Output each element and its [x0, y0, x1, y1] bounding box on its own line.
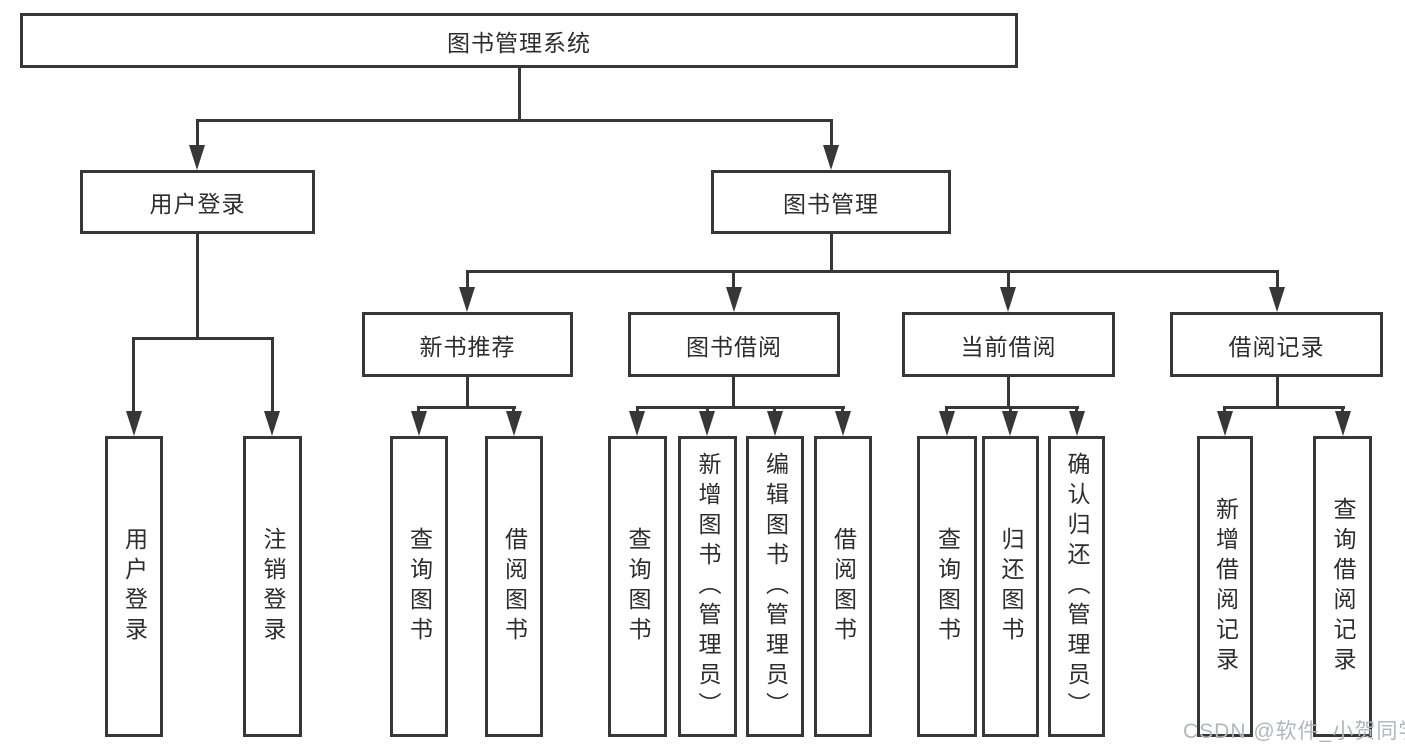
connector-line — [1007, 377, 1010, 406]
connector-line — [518, 68, 521, 119]
connector-line — [706, 406, 709, 414]
connector-line — [1007, 270, 1010, 290]
connector-line — [732, 377, 735, 406]
node-user-login: 用户登录 — [80, 170, 315, 234]
arrow-down-icon — [506, 411, 522, 436]
connector-line — [945, 406, 948, 414]
connector-line — [830, 119, 833, 148]
connector-line — [841, 406, 844, 414]
node-book-management: 图书管理 — [711, 170, 951, 234]
connector-line — [945, 406, 1079, 409]
leaf-logout: 注销登录 — [243, 436, 302, 737]
leaf-add-borrow-record: 新增借阅记录 — [1197, 436, 1253, 737]
connector-line — [732, 270, 735, 290]
connector-line — [466, 377, 469, 406]
connector-line — [466, 270, 1279, 273]
arrow-down-icon — [1217, 411, 1233, 436]
connector-line — [1276, 377, 1279, 406]
leaf-query-books-recommend: 查询图书 — [390, 436, 448, 737]
arrow-down-icon — [264, 411, 280, 436]
arrow-down-icon — [835, 411, 851, 436]
arrow-down-icon — [1002, 411, 1018, 436]
leaf-query-books-current: 查询图书 — [917, 436, 977, 737]
leaf-add-books-admin: 新增图书（管理员） — [678, 436, 737, 737]
connector-line — [132, 337, 135, 414]
connector-line — [1223, 406, 1345, 409]
leaf-confirm-return-admin: 确认归还（管理员） — [1048, 436, 1105, 737]
connector-line — [196, 234, 199, 337]
leaf-query-borrow-record: 查询借阅记录 — [1313, 436, 1372, 737]
connector-line — [636, 406, 845, 409]
node-current-borrowing: 当前借阅 — [902, 312, 1115, 377]
connector-line — [271, 337, 274, 414]
arrow-down-icon — [726, 287, 742, 312]
arrow-down-icon — [767, 411, 783, 436]
arrow-down-icon — [1069, 411, 1085, 436]
arrow-down-icon — [189, 145, 205, 170]
connector-line — [1276, 270, 1279, 290]
arrow-down-icon — [629, 411, 645, 436]
arrow-down-icon — [1269, 287, 1285, 312]
node-book-borrowing: 图书借阅 — [628, 312, 840, 377]
connector-line — [466, 270, 469, 290]
arrow-down-icon — [1000, 287, 1016, 312]
arrow-down-icon — [411, 411, 427, 436]
arrow-down-icon — [1335, 411, 1351, 436]
connector-line — [132, 337, 274, 340]
arrow-down-icon — [699, 411, 715, 436]
node-borrowing-records: 借阅记录 — [1170, 312, 1383, 377]
node-library-management-system: 图书管理系统 — [20, 13, 1018, 68]
leaf-borrow-books: 借阅图书 — [814, 436, 872, 737]
connector-line — [417, 406, 516, 409]
node-new-book-recommend: 新书推荐 — [362, 312, 573, 377]
connector-line — [1075, 406, 1078, 414]
connector-line — [636, 406, 639, 414]
connector-line — [196, 119, 199, 148]
leaf-query-books-borrowing: 查询图书 — [608, 436, 667, 737]
leaf-user-login: 用户登录 — [105, 436, 163, 737]
arrow-down-icon — [459, 287, 475, 312]
connector-line — [773, 406, 776, 414]
connector-line — [196, 119, 833, 122]
csdn-watermark: CSDN @软件_小贺同学 — [1183, 720, 1405, 743]
connector-line — [1341, 406, 1344, 414]
arrow-down-icon — [939, 411, 955, 436]
connector-line — [1223, 406, 1226, 414]
arrow-down-icon — [126, 411, 142, 436]
connector-line — [512, 406, 515, 414]
connector-line — [417, 406, 420, 414]
connector-line — [1009, 406, 1012, 414]
arrow-down-icon — [823, 145, 839, 170]
leaf-return-books: 归还图书 — [982, 436, 1039, 737]
connector-line — [830, 234, 833, 270]
leaf-edit-books-admin: 编辑图书（管理员） — [746, 436, 804, 737]
leaf-borrow-books-recommend: 借阅图书 — [485, 436, 543, 737]
